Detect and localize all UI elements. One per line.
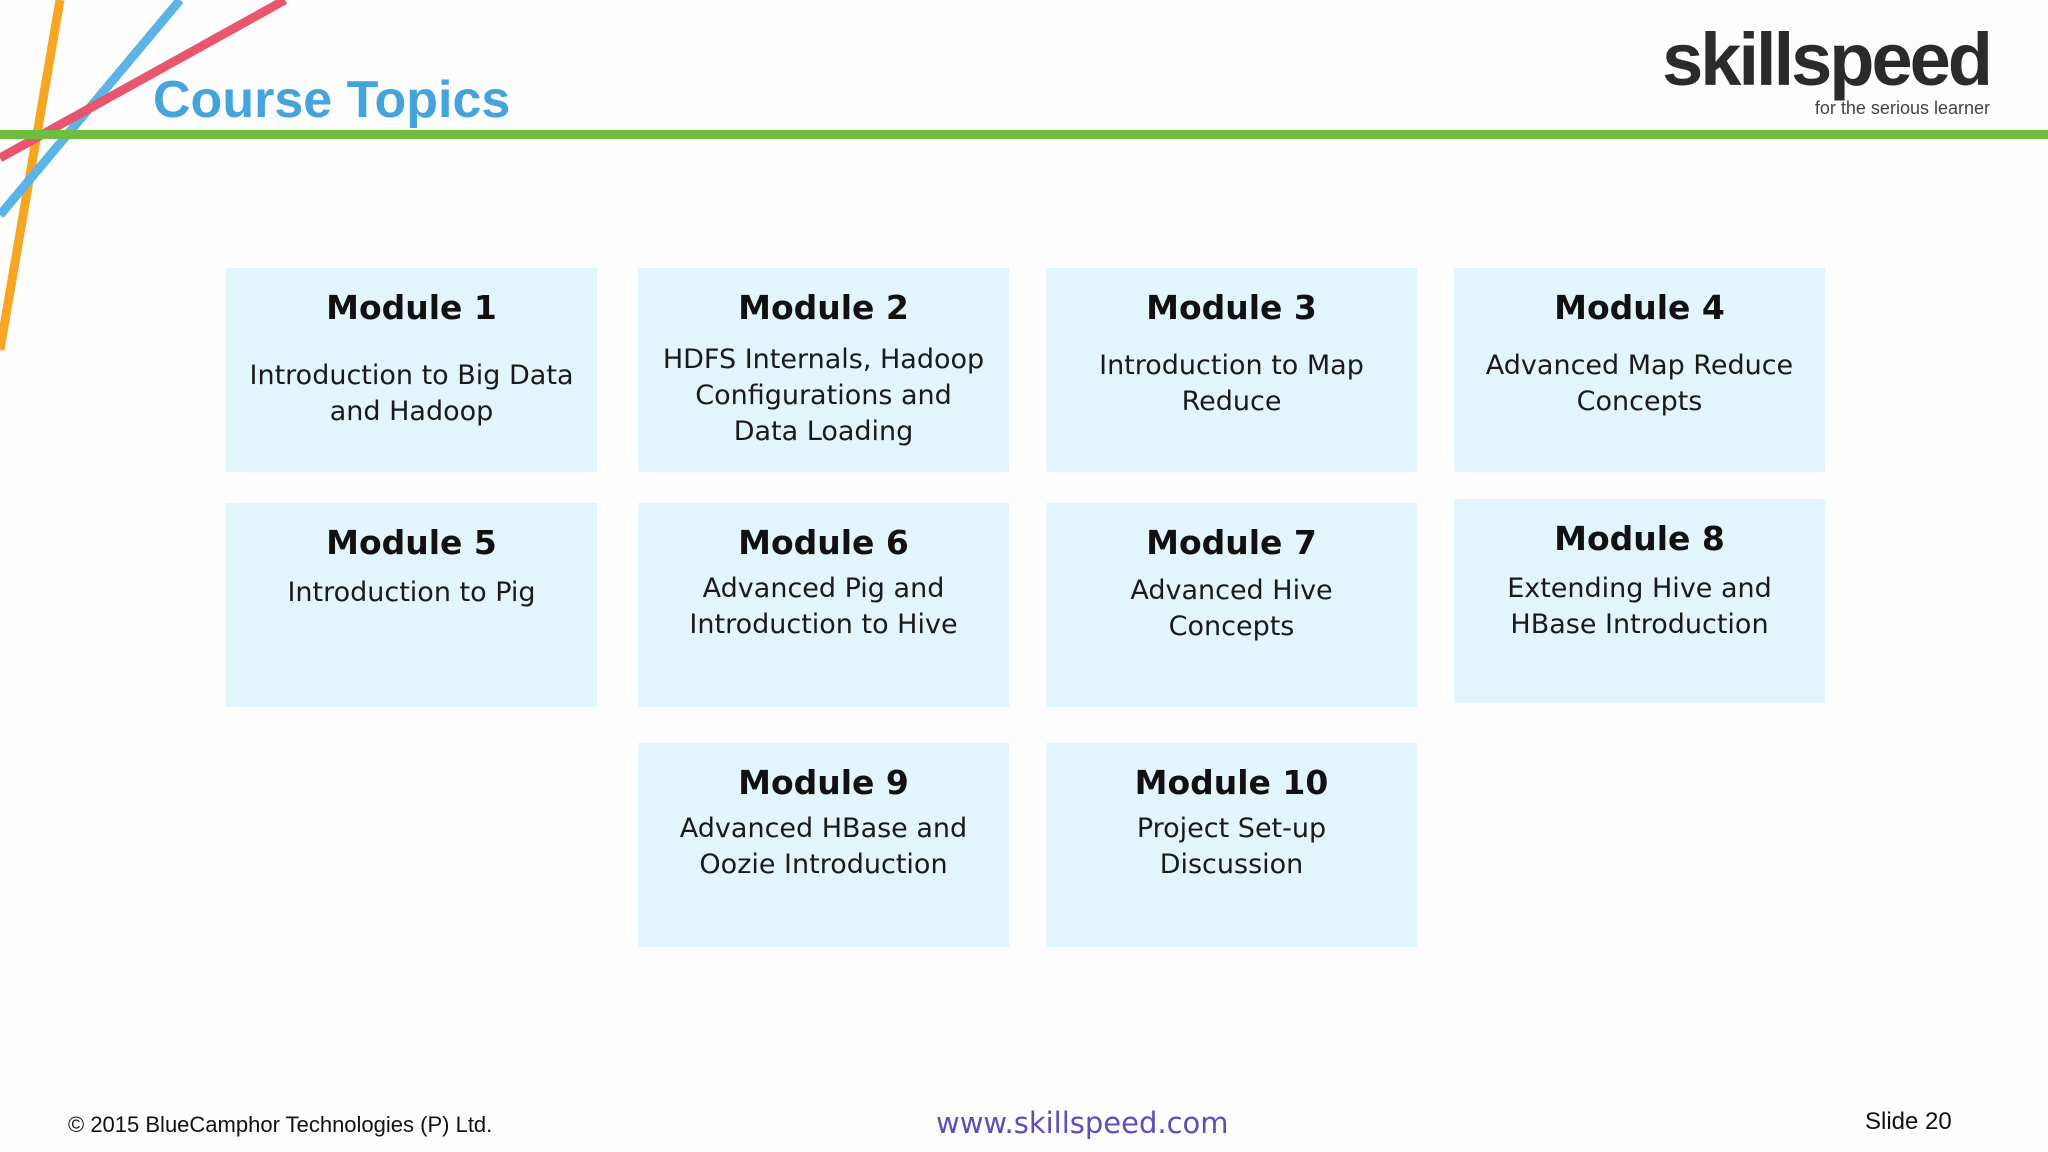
module-title: Module 10	[1134, 763, 1329, 802]
module-title: Module 6	[738, 523, 909, 562]
logo-wordmark: skillspeed	[1662, 18, 1993, 101]
module-card-1: Module 1 Introduction to Big Data and Ha…	[226, 268, 597, 472]
copyright-text: © 2015 BlueCamphor Technologies (P) Ltd.	[68, 1112, 493, 1137]
module-card-3: Module 3 Introduction to Map Reduce	[1046, 268, 1417, 472]
module-title: Module 4	[1554, 288, 1725, 327]
module-title: Module 3	[1146, 288, 1317, 327]
module-description: HDFS Internals, Hadoop Configurations an…	[662, 344, 985, 447]
orange-stripe	[0, 0, 65, 351]
website-link[interactable]: www.skillspeed.com	[936, 1106, 1229, 1140]
module-title: Module 8	[1554, 519, 1725, 558]
module-description: Advanced Map Reduce Concepts	[1485, 350, 1794, 417]
module-card-10: Module 10 Project Set-up Discussion	[1046, 743, 1417, 947]
module-card-9: Module 9 Advanced HBase and Oozie Introd…	[638, 743, 1009, 947]
module-description: Introduction to Pig	[287, 577, 536, 608]
module-description: Project Set-up Discussion	[1136, 813, 1327, 880]
module-card-7: Module 7 Advanced Hive Concepts	[1046, 503, 1417, 707]
module-description: Extending Hive and HBase Introduction	[1507, 573, 1772, 640]
module-card-6: Module 6 Advanced Pig and Introduction t…	[638, 503, 1009, 707]
module-description: Introduction to Big Data and Hadoop	[249, 360, 574, 427]
module-title: Module 2	[738, 288, 909, 327]
module-title: Module 5	[326, 523, 497, 562]
module-title: Module 1	[326, 288, 497, 327]
module-card-8: Module 8 Extending Hive and HBase Introd…	[1454, 499, 1825, 703]
module-description: Advanced HBase and Oozie Introduction	[679, 813, 968, 880]
module-description: Advanced Pig and Introduction to Hive	[689, 573, 958, 640]
module-description: Advanced Hive Concepts	[1130, 575, 1333, 642]
skillspeed-logo: skillspeed for the serious learner	[1660, 8, 1993, 123]
module-title: Module 9	[738, 763, 909, 802]
slide-number: Slide 20	[1865, 1108, 1952, 1135]
module-card-4: Module 4 Advanced Map Reduce Concepts	[1454, 268, 1825, 472]
module-title: Module 7	[1146, 523, 1317, 562]
logo-tagline: for the serious learner	[1814, 98, 1990, 118]
module-description: Introduction to Map Reduce	[1099, 350, 1364, 417]
module-card-2: Module 2 HDFS Internals, Hadoop Configur…	[638, 268, 1009, 472]
module-card-5: Module 5 Introduction to Pig	[226, 503, 597, 707]
header-divider	[0, 130, 2048, 139]
slide-title: Course Topics	[153, 71, 511, 129]
